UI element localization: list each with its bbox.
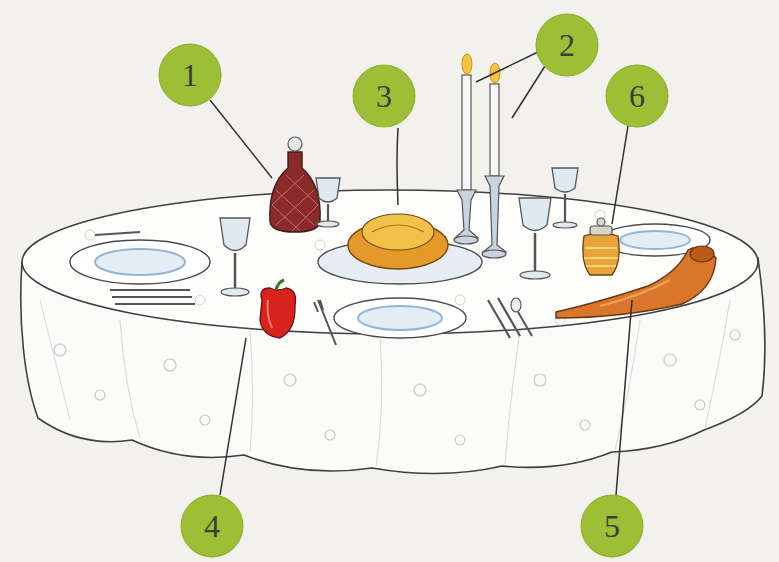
knife xyxy=(95,232,140,235)
callout-number: 1 xyxy=(158,43,222,107)
honey-jar xyxy=(583,233,619,275)
lace-flower xyxy=(455,435,465,445)
challah-braid xyxy=(372,225,424,232)
spoon-handle xyxy=(518,312,532,336)
goblet xyxy=(316,178,340,202)
decanter-pattern xyxy=(272,175,318,231)
table-top xyxy=(22,190,758,334)
jar-lid xyxy=(590,226,612,235)
lace-flower xyxy=(730,330,740,340)
callout-number: 4 xyxy=(180,494,244,558)
lace-flower xyxy=(664,354,676,366)
callout-circle-fill xyxy=(536,14,598,76)
candlestick xyxy=(483,176,506,252)
leader-line xyxy=(616,300,632,495)
goblet xyxy=(519,198,551,231)
callout-circle: 5 xyxy=(580,494,644,558)
fruit-stem xyxy=(276,280,284,290)
challah-top xyxy=(362,214,434,250)
plate-rim xyxy=(620,231,690,249)
goblet-base xyxy=(317,221,339,227)
callout-circle-fill xyxy=(159,44,221,106)
spoon xyxy=(511,298,521,312)
lace-flower xyxy=(695,400,705,410)
candle xyxy=(462,75,471,190)
cutlery xyxy=(110,290,195,304)
red-fruit xyxy=(260,288,296,338)
wine-decanter xyxy=(270,152,320,232)
leader-lines xyxy=(210,52,632,495)
leader-line xyxy=(210,100,272,178)
lace-flower xyxy=(580,420,590,430)
callout-circle: 6 xyxy=(605,64,669,128)
lace-flower xyxy=(85,230,95,240)
lace-flower xyxy=(54,344,66,356)
lace-flower xyxy=(534,374,546,386)
shofar-mouth xyxy=(690,246,714,262)
decanter-stopper xyxy=(288,137,302,151)
lace-flower xyxy=(325,430,335,440)
callout-circle-fill xyxy=(581,495,643,557)
lace-pattern xyxy=(54,330,740,445)
callout-number: 5 xyxy=(580,494,644,558)
goblet-base xyxy=(553,222,577,228)
candlestick-base xyxy=(482,250,506,258)
callout-number: 6 xyxy=(605,64,669,128)
goblet-base xyxy=(221,288,249,296)
plate-rim xyxy=(358,306,442,330)
goblet-stem xyxy=(327,204,329,222)
shofar-highlight xyxy=(600,280,670,306)
callout-circle-fill xyxy=(606,65,668,127)
fork xyxy=(314,300,336,345)
callout-number: 2 xyxy=(535,13,599,77)
lace-flower xyxy=(95,390,105,400)
callout-circle-fill xyxy=(353,65,415,127)
lace-flower xyxy=(284,374,296,386)
lace-flower xyxy=(414,384,426,396)
goblet-base xyxy=(520,271,550,279)
goblet-stem xyxy=(234,253,237,290)
leader-line xyxy=(220,338,246,495)
lace-flower xyxy=(315,240,325,250)
callout-circle: 4 xyxy=(180,494,244,558)
lace-flower xyxy=(164,359,176,371)
lace-flower xyxy=(195,295,205,305)
goblet xyxy=(220,218,250,251)
callout-circle: 2 xyxy=(535,13,599,77)
candle xyxy=(490,84,499,176)
goblet-stem xyxy=(564,194,566,222)
leader-line xyxy=(512,66,545,118)
lace-flower xyxy=(200,415,210,425)
goblet xyxy=(552,168,578,192)
callout-number: 3 xyxy=(352,64,416,128)
lace-flower xyxy=(455,295,465,305)
goblet-stem xyxy=(534,233,537,272)
plate xyxy=(70,240,210,284)
candlestick xyxy=(455,190,478,238)
leader-line xyxy=(397,128,398,205)
cloth-folds xyxy=(40,300,730,466)
callout-circle: 1 xyxy=(158,43,222,107)
knife xyxy=(488,298,520,338)
jar-knob xyxy=(597,218,605,226)
fruit-highlight xyxy=(268,300,273,328)
callout-circle: 3 xyxy=(352,64,416,128)
plate-rim xyxy=(95,249,185,275)
leader-line xyxy=(476,52,538,82)
leader-line xyxy=(612,126,628,224)
candle-flame xyxy=(462,54,472,74)
honey-jar-stripes xyxy=(584,248,618,266)
candlestick-base xyxy=(454,236,478,244)
plate xyxy=(334,298,466,338)
callout-circle-fill xyxy=(181,495,243,557)
